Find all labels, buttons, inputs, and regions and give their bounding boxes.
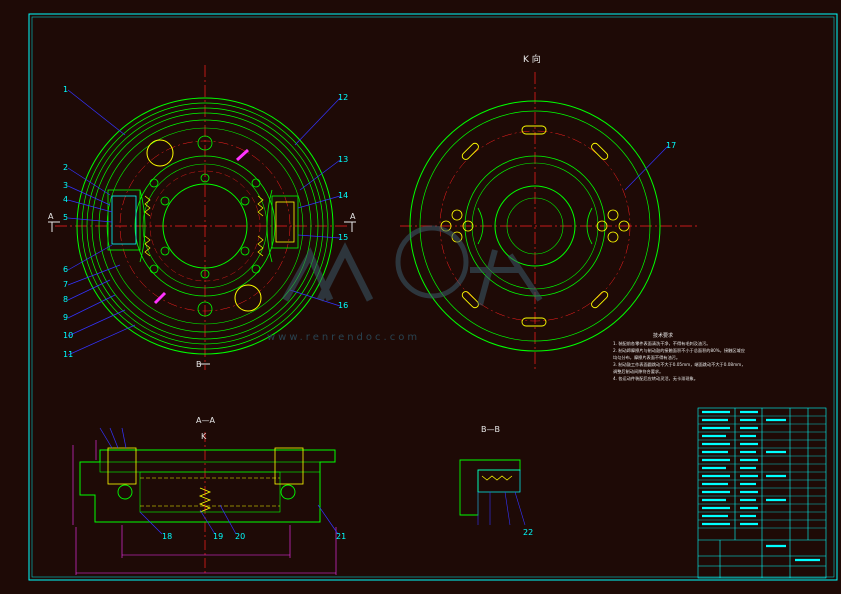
technical-note-line: 3. 制动鼓工作表面圆跳动不大于0.05mm，端面跳动不大于0.08mm，	[613, 362, 746, 367]
balloon: 19	[213, 532, 224, 541]
balloon: 1	[63, 85, 69, 94]
balloon: 17	[666, 141, 677, 150]
front-view	[48, 65, 356, 370]
balloon: 21	[336, 532, 347, 541]
section-a-right-label: A	[350, 212, 356, 221]
section-aa-view	[72, 427, 339, 575]
technical-notes-title: 技术要求	[653, 333, 674, 339]
balloon: 10	[63, 331, 74, 340]
watermark-logo	[281, 225, 543, 306]
section-b-mark: B	[196, 360, 202, 369]
balloon: 3	[63, 181, 69, 190]
watermark-url: www.renrendoc.com	[267, 332, 421, 343]
balloon: 13	[338, 155, 349, 164]
balloon: 5	[63, 213, 69, 222]
technical-note-line: 2. 制动蹄摩擦片与制动鼓的接触面积不小于总面积的80%，接触区域应	[613, 348, 745, 353]
section-a-left-label: A	[48, 212, 54, 221]
section-bb-title: B—B	[481, 425, 500, 434]
technical-note-line: 调整后制动间隙符合要求。	[613, 369, 664, 374]
inner-frame	[31, 16, 835, 578]
technical-note-line: 4. 各运动件装配后应转动灵活，无卡滞现象。	[613, 376, 698, 381]
k-arrow-label: K	[201, 432, 207, 441]
title-block	[697, 407, 827, 579]
balloon: 9	[63, 313, 69, 322]
balloon: 22	[523, 528, 534, 537]
balloon: 20	[235, 532, 246, 541]
balloon: 6	[63, 265, 69, 274]
balloon: 4	[63, 195, 69, 204]
section-bb-view	[459, 459, 526, 526]
technical-notes: 技术要求 1. 装配前各零件表面清洗干净，不得有毛刺及油污。 2. 制动蹄摩擦片…	[613, 333, 813, 382]
section-aa-title: A—A	[196, 416, 215, 425]
outer-frame	[28, 13, 838, 581]
technical-note-line: 1. 装配前各零件表面清洗干净，不得有毛刺及油污。	[613, 341, 711, 346]
balloon: 7	[63, 280, 69, 289]
balloon: 12	[338, 93, 349, 102]
technical-note-line: 均匀分布，摩擦片表面不得有油污。	[613, 355, 681, 360]
title-block-text	[702, 410, 820, 562]
k-view-title: K 向	[523, 55, 541, 65]
balloon: 18	[162, 532, 173, 541]
balloon: 14	[338, 191, 349, 200]
balloon: 2	[63, 163, 69, 172]
balloon: 8	[63, 295, 69, 304]
balloon: 15	[338, 233, 349, 242]
k-view	[400, 72, 700, 370]
balloon: 16	[338, 301, 349, 310]
balloon: 11	[63, 350, 74, 359]
title-block-rows	[698, 415, 826, 529]
